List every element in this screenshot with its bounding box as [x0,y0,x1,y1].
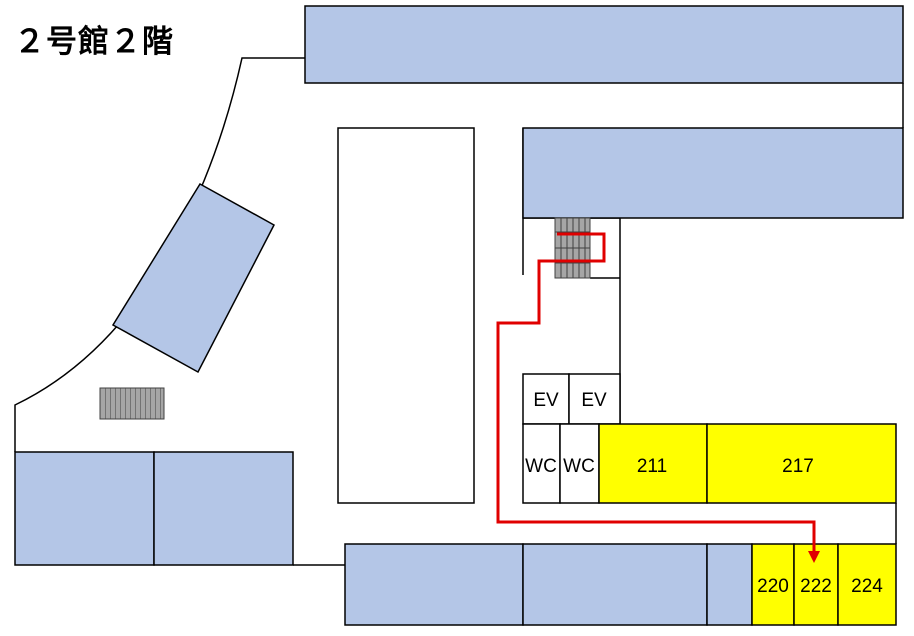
stairs-icon [554,217,591,279]
restroom-2-label: WC [563,456,595,477]
stairs-icon [99,387,165,420]
room-220-label: 220 [757,576,789,597]
room-224 [837,543,897,626]
room-bottom-2 [522,543,708,626]
arrow-down-icon [808,551,820,563]
room-bottom-3 [706,543,753,626]
room-top-long [304,5,904,84]
restroom-1-label: WC [525,456,557,477]
central-block [337,127,475,504]
room-217-label: 217 [782,456,814,477]
elevator-2 [568,373,621,425]
room-217 [706,423,897,504]
room-bottom-left-2 [153,451,294,566]
utility-rooms [522,373,621,504]
room-220 [751,543,795,626]
room-upper-right [522,127,904,219]
room-211-label: 211 [637,456,667,477]
floor-title: ２号館２階 [14,24,174,60]
room-211 [598,423,708,504]
room-curved-wing [111,182,276,374]
room-222-label: 222 [800,576,832,597]
room-bottom-left-1 [14,451,155,566]
room-224-label: 224 [851,576,883,597]
route-path [496,232,820,563]
elevator-1-label: EV [533,390,559,411]
room-bottom-1 [344,543,524,626]
blue-rooms [14,5,904,626]
restroom-2 [559,423,600,504]
elevator-2-label: EV [581,390,607,411]
